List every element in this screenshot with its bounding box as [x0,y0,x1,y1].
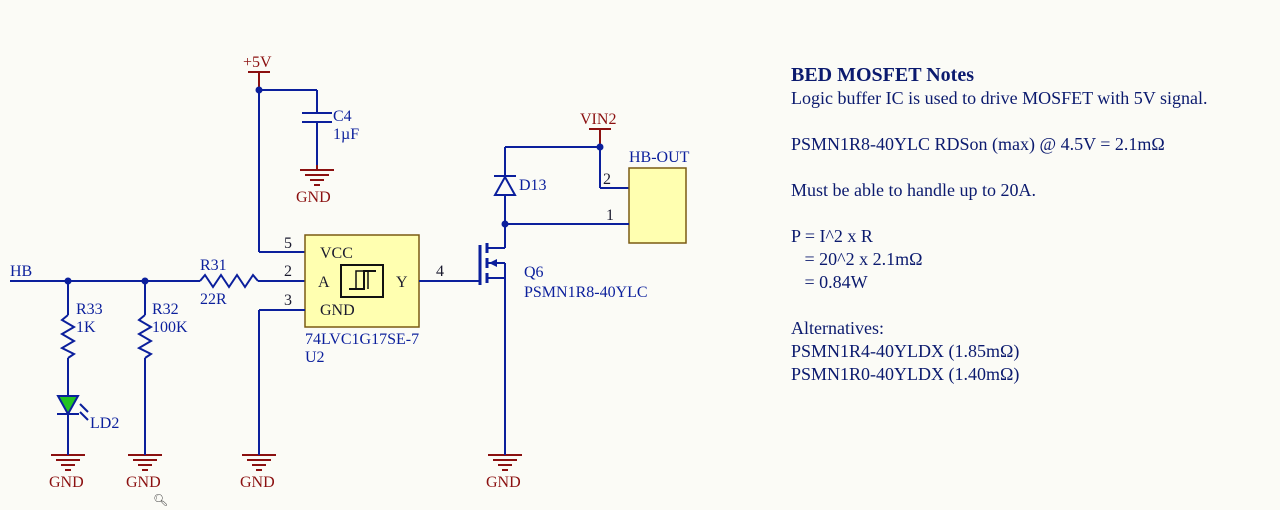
r33-ref: R33 [76,301,103,318]
gnd-u2: GND [240,450,276,491]
notes-panel: BED MOSFET Notes Logic buffer IC is used… [791,64,1207,386]
notes-line: Logic buffer IC is used to drive MOSFET … [791,88,1208,108]
u2-pin-num-y: 4 [436,263,444,280]
gnd-q6: GND [486,450,522,491]
schematic-diagram: HB R31 22R R33 1K LD2 R32 100K +5V [10,54,690,491]
gnd-u2-label: GND [240,474,275,491]
notes-title: BED MOSFET Notes [791,64,974,86]
mosfet-q6: Q6 PSMN1R8-40YLC [478,224,648,450]
notes-line: P = I^2 x R [791,226,873,246]
notes-line: = 0.84W [791,272,868,292]
magnifier-icon[interactable]: 🔍︎ [153,493,169,507]
hb-out-ref: HB-OUT [629,149,690,166]
resistor-r31: R31 22R [199,257,305,308]
q6-value: PSMN1R8-40YLC [524,284,648,301]
notes-line: PSMN1R0-40YLDX (1.40mΩ) [791,364,1020,384]
r31-ref: R31 [200,257,227,274]
schmitt-trigger-icon [340,264,384,298]
q6-ref: Q6 [524,264,544,281]
notes-line: Alternatives: [791,318,884,338]
gnd-q6-label: GND [486,474,521,491]
c4-value: 1µF [333,126,359,143]
r32-value: 100K [152,319,188,336]
power-vin2: VIN2 [505,111,629,189]
notes-line [791,156,1207,179]
u2-pin-num-a: 2 [284,263,292,280]
notes-line [791,294,1207,317]
notes-line [791,110,1207,133]
resistor-r33: R33 1K [59,281,103,396]
hb-out-pin1: 1 [606,207,614,224]
u2-pin-gnd: GND [320,302,355,319]
r33-value: 1K [76,319,96,336]
u2-pin-num-gnd: 3 [284,292,292,309]
u2-pin-a: A [318,274,330,291]
power-vin2-label: VIN2 [580,111,616,128]
gnd-r32-label: GND [126,474,161,491]
ic-u2: 5 2 3 4 VCC A GND Y 74LVC1G17SE-7 U2 [258,234,480,450]
ground-symbols: GND GND GND GND [49,165,522,491]
u2-pin-vcc: VCC [320,245,353,262]
notes-line: = 20^2 x 2.1mΩ [791,249,923,269]
power-5v: +5V [243,54,317,253]
gnd-r32: GND [126,450,162,491]
u2-ref: U2 [305,349,325,366]
notes-line: PSMN1R8-40YLC RDSon (max) @ 4.5V = 2.1mΩ [791,134,1165,154]
d13-ref: D13 [519,177,547,194]
hb-net-label: HB [10,263,32,280]
diode-d13: D13 [493,147,547,228]
notes-line: PSMN1R4-40YLDX (1.85mΩ) [791,341,1020,361]
hb-net: HB [10,263,200,285]
u2-value: 74LVC1G17SE-7 [305,331,419,348]
gnd-c4-label: GND [296,189,331,206]
hb-out-pin2: 2 [603,171,611,188]
u2-pin-y: Y [396,274,408,291]
u2-pin-num-vcc: 5 [284,235,292,252]
ld2-ref: LD2 [90,415,119,432]
connector-hb-out: HB-OUT 2 1 [505,149,690,244]
r31-value: 22R [200,291,227,308]
r32-ref: R32 [152,301,179,318]
capacitor-c4: C4 1µF [302,90,359,165]
c4-ref: C4 [333,108,352,125]
resistor-r32: R32 100K [136,281,188,450]
gnd-c4: GND [296,165,334,206]
gnd-ld2: GND [49,450,85,491]
notes-line: Must be able to handle up to 20A. [791,180,1036,200]
led-ld2: LD2 [56,395,119,450]
notes-line [791,202,1207,225]
power-5v-label: +5V [243,54,272,71]
gnd-ld2-label: GND [49,474,84,491]
